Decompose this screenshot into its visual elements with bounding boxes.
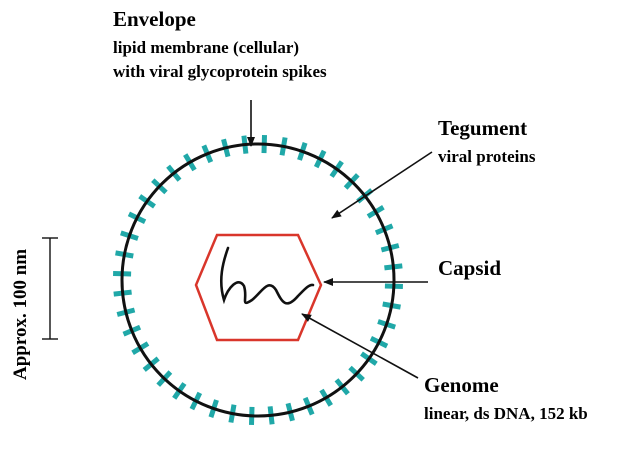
genome-description: linear, ds DNA, 152 kb [424,404,588,423]
envelope-title: Envelope [113,7,196,31]
envelope-description-line1: lipid membrane (cellular) [113,38,300,57]
capsid-hexagon [194,233,323,342]
envelope-description-line2: with viral glycoprotein spikes [113,62,327,81]
scale-bar [42,237,58,340]
tegument-title: Tegument [438,116,528,140]
genome-arrow [301,313,419,379]
genome-dna-strand [220,246,315,305]
tegument-arrow [331,151,433,219]
envelope-membrane [120,142,396,418]
capsid-title: Capsid [438,256,502,280]
glycoprotein-spikes [113,135,403,425]
scale-label: Approx. 100 nm [10,248,31,380]
tegument-description: viral proteins [438,147,536,166]
genome-title: Genome [424,373,499,397]
